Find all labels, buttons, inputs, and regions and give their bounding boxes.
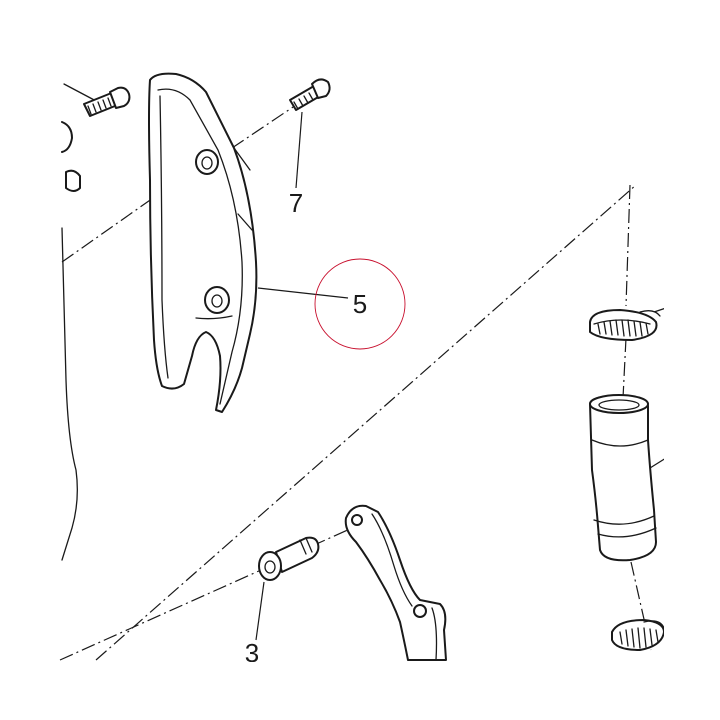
frame-fragment-left (61, 121, 81, 561)
shoulder-bolt-part-3 (255, 536, 320, 641)
assembly-centerlines (59, 100, 652, 661)
heat-guard-cover-part-5 (148, 72, 258, 413)
callout-5-highlight-circle (314, 258, 406, 350)
callout-5: 5 (353, 289, 367, 319)
callout-7: 7 (289, 188, 303, 218)
crop-mask-right (664, 0, 720, 720)
leader-line-5 (257, 287, 349, 299)
callout-3: 3 (245, 638, 259, 668)
mounting-bracket (344, 504, 447, 661)
coolant-hose (589, 394, 667, 562)
screw-part-7 (289, 78, 331, 189)
hose-clamp-upper (589, 307, 667, 341)
crop-mask-bottom (0, 662, 720, 720)
screw-top-left (63, 83, 131, 117)
hose-clamp-lower (611, 619, 665, 651)
